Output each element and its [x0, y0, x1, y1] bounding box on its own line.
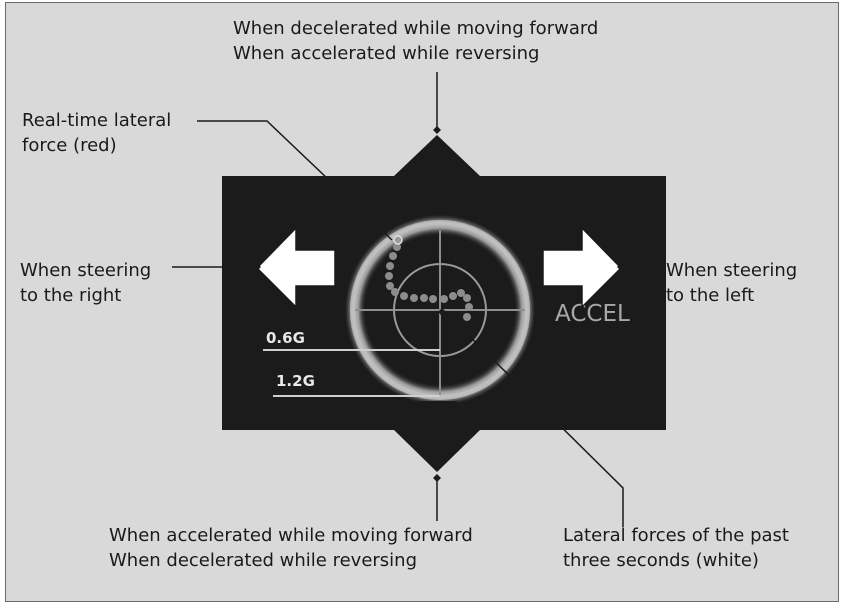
scale-label-1-2g: 1.2G [276, 372, 315, 390]
trail-dot [400, 292, 408, 300]
trail-dot [457, 289, 465, 297]
label-bottom-left: When accelerated while moving forward Wh… [109, 523, 473, 573]
outer-ring-edge [350, 220, 530, 400]
leader-center-diamond [438, 308, 446, 316]
trail-dot [465, 303, 473, 311]
label-bottom-right: Lateral forces of the past three seconds… [563, 523, 789, 573]
label-bottom-left-line1: When accelerated while moving forward [109, 525, 473, 546]
trail-dot [393, 243, 401, 251]
realtime-force-dot [393, 235, 403, 245]
label-top-line1: When decelerated while moving forward [233, 18, 599, 39]
accel-label: ACCEL [555, 301, 630, 327]
label-left: When steering to the right [20, 258, 151, 308]
label-bottom-right-line2: three seconds (white) [563, 550, 759, 571]
arrow-right [542, 226, 623, 309]
label-right: When steering to the left [666, 258, 797, 308]
label-realtime-line1: Real-time lateral [22, 110, 172, 131]
label-left-line2: to the right [20, 285, 122, 306]
trail-dot [449, 292, 457, 300]
label-realtime: Real-time lateral force (red) [22, 108, 171, 158]
scale-label-0-6g: 0.6G [266, 329, 305, 347]
arrow-left [255, 226, 336, 309]
label-top: When decelerated while moving forward Wh… [233, 16, 598, 66]
trail-dot [440, 295, 448, 303]
label-left-line1: When steering [20, 260, 152, 281]
arrow-up [394, 135, 480, 210]
trail-dot [429, 295, 437, 303]
trail-dot [410, 294, 418, 302]
trail-dot [391, 288, 399, 296]
label-right-line2: to the left [666, 285, 755, 306]
trail-dot [386, 262, 394, 270]
arrow-down [394, 401, 480, 472]
label-top-line2: When accelerated while reversing [233, 43, 540, 64]
trail-dot [420, 294, 428, 302]
label-bottom-right-line1: Lateral forces of the past [563, 525, 789, 546]
label-bottom-left-line2: When decelerated while reversing [109, 550, 418, 571]
leader-realtime [197, 120, 393, 241]
trail-dot [389, 252, 397, 260]
leader-endpoints [253, 126, 625, 482]
past-lateral-force-trail [385, 243, 473, 321]
leader-left-diamond [253, 263, 261, 271]
label-right-line1: When steering [666, 260, 798, 281]
leader-lines [172, 72, 656, 527]
trail-dot [386, 282, 394, 290]
leader-bottom-diamond [433, 474, 441, 482]
label-realtime-line2: force (red) [22, 135, 117, 156]
trail-dot [463, 313, 471, 321]
trail-dot [385, 272, 393, 280]
trail-dot [463, 294, 471, 302]
leader-past-forces [443, 310, 624, 527]
leader-top-diamond [433, 126, 441, 134]
leader-right-diamond [617, 263, 625, 271]
